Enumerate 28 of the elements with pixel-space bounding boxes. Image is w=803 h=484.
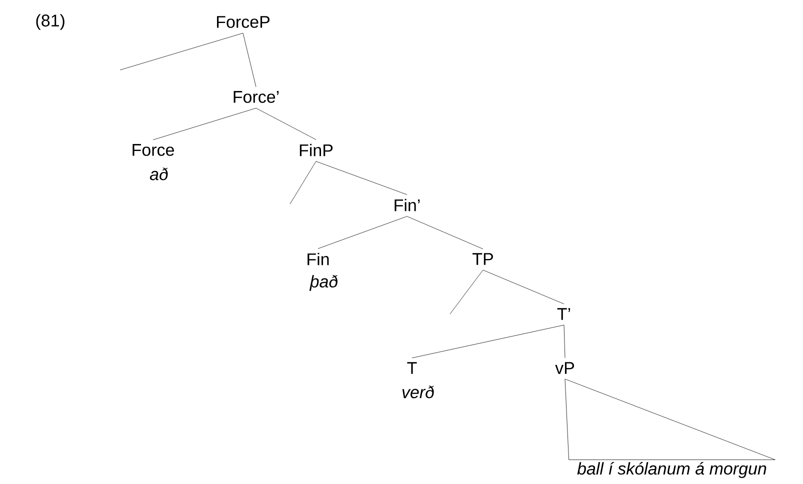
branch-line — [482, 270, 564, 304]
branch-line — [412, 324, 564, 358]
tree-node-label: Fin’ — [394, 198, 420, 212]
tree-node-label: Force — [132, 144, 174, 156]
branch-line — [450, 270, 484, 314]
terminal-string: ball í skólanum á morgun — [577, 462, 766, 478]
word: að — [150, 168, 168, 180]
branch-line — [316, 161, 408, 195]
branch-line — [256, 108, 316, 140]
tree-node-label: Fin — [308, 252, 329, 266]
branch-line — [120, 32, 244, 70]
tree-node-label: FinP — [300, 144, 333, 156]
branch-line — [290, 161, 316, 204]
branch-line — [564, 324, 566, 358]
tree-node-label: T’ — [557, 308, 570, 320]
branch-line — [318, 216, 408, 249]
word: verð — [402, 386, 434, 398]
word: það — [309, 275, 338, 291]
example-number: (81) — [36, 14, 64, 30]
tree-node-label: Force’ — [234, 91, 279, 103]
tree-node-label: ForceP — [217, 16, 270, 28]
branch-line — [152, 108, 256, 140]
tree-node-label: vP — [555, 362, 574, 374]
branch-line — [242, 32, 256, 88]
branch-line — [406, 216, 484, 250]
tree-node-label: T — [407, 362, 417, 374]
triangle — [564, 378, 776, 460]
tree-node-label: TP — [472, 253, 493, 265]
